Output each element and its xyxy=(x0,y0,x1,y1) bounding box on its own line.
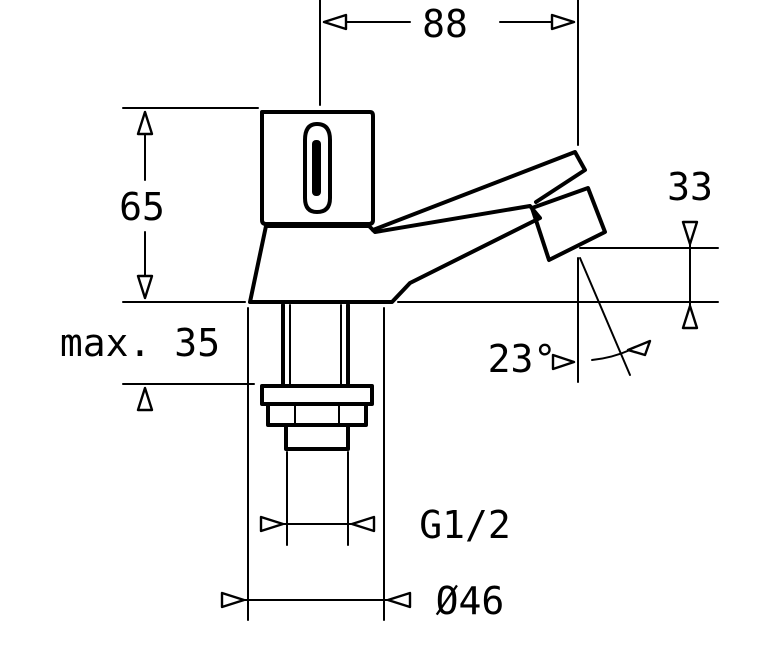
spout-upper-arm xyxy=(371,150,587,232)
arrow-right xyxy=(550,13,576,31)
arrow-left xyxy=(350,515,376,533)
arrow-down xyxy=(681,220,699,246)
arrow-up xyxy=(136,386,154,412)
dimension-thread-label: G1/2 xyxy=(419,503,511,547)
dimension-width-88: 88 xyxy=(322,2,576,46)
arrow-up xyxy=(681,304,699,330)
dimension-angle-23: 23° xyxy=(488,337,652,381)
arrow-left xyxy=(626,339,652,357)
extension-lines xyxy=(122,0,719,621)
threaded-tail xyxy=(284,424,350,451)
dimension-spout-33: 33 xyxy=(667,165,713,330)
tap-outline xyxy=(248,110,607,451)
arrow-right xyxy=(551,353,576,371)
tap-handle xyxy=(260,110,375,226)
arrow-right xyxy=(220,591,246,609)
dimension-spout-label: 33 xyxy=(667,165,713,209)
dimension-diameter: Ø46 xyxy=(220,579,505,623)
dimension-height-label: 65 xyxy=(119,185,165,229)
handle-indicator-fill xyxy=(312,140,321,196)
dimension-height-65: 65 xyxy=(119,110,165,300)
handle-indicator-slot xyxy=(303,122,332,214)
tap-body-spout xyxy=(248,204,542,304)
dimension-max-35: max. 35 xyxy=(60,321,220,412)
arrow-left xyxy=(322,13,348,31)
dimension-width-label: 88 xyxy=(422,2,468,46)
arrow-up xyxy=(136,110,154,136)
dimension-max-label: max. 35 xyxy=(60,321,220,365)
dimension-diameter-label: Ø46 xyxy=(436,579,505,623)
arrow-down xyxy=(136,274,154,300)
arrow-right xyxy=(259,515,285,533)
spout-outlet xyxy=(530,186,607,262)
dimension-angle-label: 23° xyxy=(488,337,557,381)
dimension-thread: G1/2 xyxy=(259,503,511,547)
tap-stem xyxy=(281,303,350,387)
fixing-nut xyxy=(260,384,374,406)
arrow-left xyxy=(386,591,412,609)
